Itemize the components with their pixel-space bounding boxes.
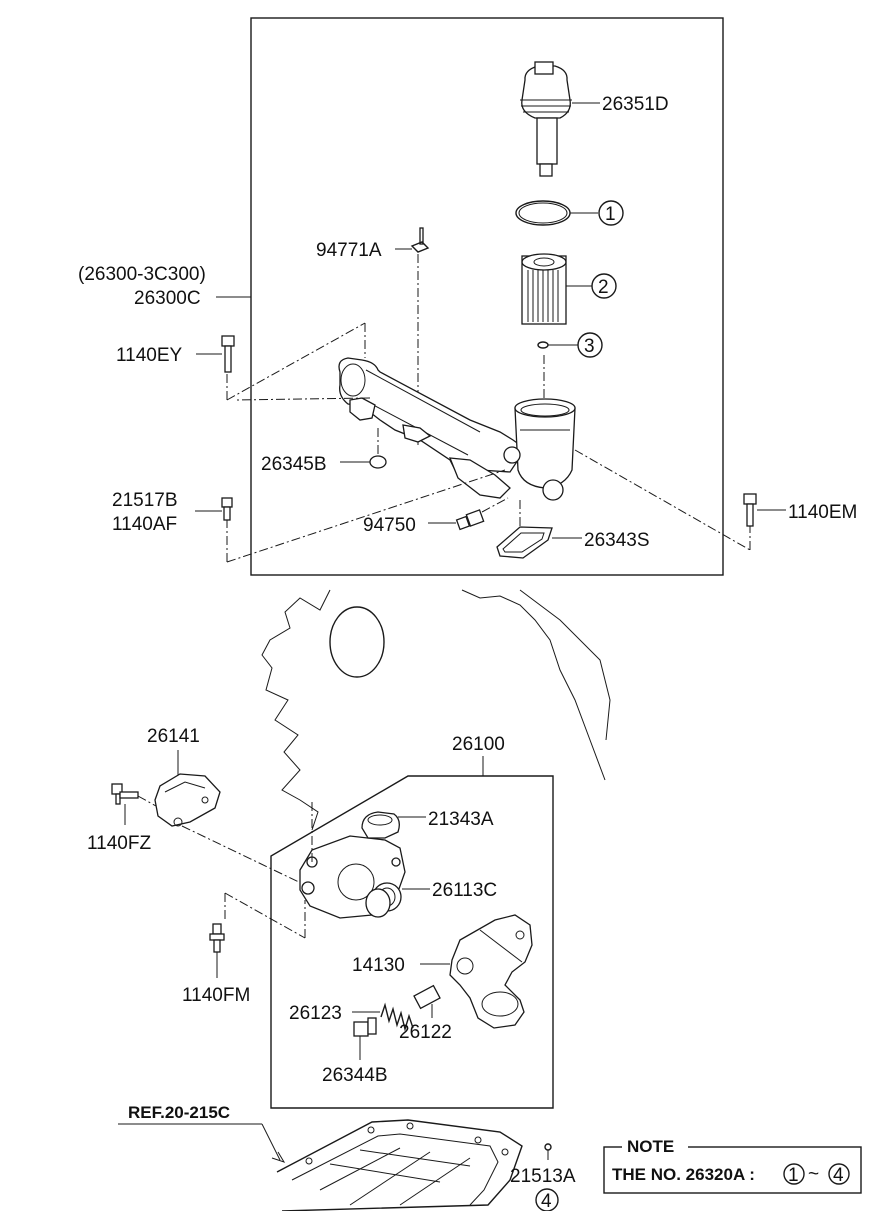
label-bolt-fz: 1140FZ [87,833,151,854]
note-to: 4 [833,1165,844,1186]
label-bolt-ey: 1140EY [116,345,183,366]
label-sensor: 94750 [363,515,416,536]
label-plunger: 26122 [399,1022,452,1043]
bolt-1140em[interactable] [743,493,757,527]
relief-spring[interactable] [380,1002,414,1032]
callout-3-text: 3 [584,336,595,357]
note-title-bg [622,1138,688,1156]
label-relief-body: 14130 [352,955,405,976]
label-relief-plug: 26344B [322,1065,388,1086]
note-callout-to [828,1163,850,1185]
engine-block-outline [261,589,611,831]
seal-21343a[interactable] [361,811,400,839]
small-ring[interactable] [537,341,549,349]
note-title: NOTE [627,1137,674,1156]
oil-filter-housing[interactable] [338,357,576,501]
clip-part[interactable] [410,227,430,253]
filter-cap[interactable] [520,61,572,177]
oil-pump-box [270,775,554,1109]
callout-4-text: 4 [541,1191,552,1211]
label-drain-plug: 21513A [510,1166,576,1187]
note-from: 1 [788,1165,799,1186]
note-callout-from [783,1163,805,1185]
relief-plug[interactable] [353,1017,377,1037]
gasket-part[interactable] [496,526,553,559]
seal-26113c[interactable] [365,882,402,918]
callout-1 [598,200,624,226]
label-bolt-fm: 1140FM [182,985,250,1006]
drain-plug[interactable] [544,1143,552,1151]
callout-3 [577,332,603,358]
label-bolt-af: 1140AF [112,514,177,535]
filter-element[interactable] [521,253,567,325]
label-spring: 26123 [289,1003,342,1024]
oil-pan[interactable] [276,1119,523,1211]
note-prefix: THE NO. 26320A : [612,1165,755,1184]
label-plug: 26345B [261,454,327,475]
callout-2 [591,273,617,299]
callout-4 [535,1188,559,1211]
label-seal-a: 21343A [428,809,494,830]
label-bolt-em: 1140EM [788,502,857,523]
label-pin-b: 21517B [112,490,178,511]
cover-part[interactable] [154,773,221,827]
label-seal-c: 26113C [432,880,497,901]
relief-plunger[interactable] [413,984,441,1010]
callout-1-text: 1 [605,204,616,225]
bolt-1140fz[interactable] [111,783,139,805]
callout-2-text: 2 [598,277,609,298]
label-cap: 26351D [602,94,669,115]
note-tilde: ~ [808,1164,819,1185]
label-oil-pump: 26100 [452,734,505,755]
o-ring[interactable] [515,200,571,226]
label-clip: 94771A [316,240,382,261]
label-cover: 26141 [147,726,200,747]
bolt-1140fm[interactable] [209,923,225,953]
label-gasket: 26343S [584,530,650,551]
assembly-alt-no: (26300-3C300) [78,264,206,285]
assembly-part-no: 26300C [134,288,201,309]
bolt-1140af[interactable] [221,497,233,521]
oil-pressure-sensor[interactable] [455,509,485,531]
note-box [603,1146,862,1194]
bolt-1140ey[interactable] [221,335,235,373]
plug-part[interactable] [369,455,387,469]
label-oil-pan-ref: REF.20-215C [128,1103,230,1122]
relief-valve-body[interactable] [449,914,533,1029]
